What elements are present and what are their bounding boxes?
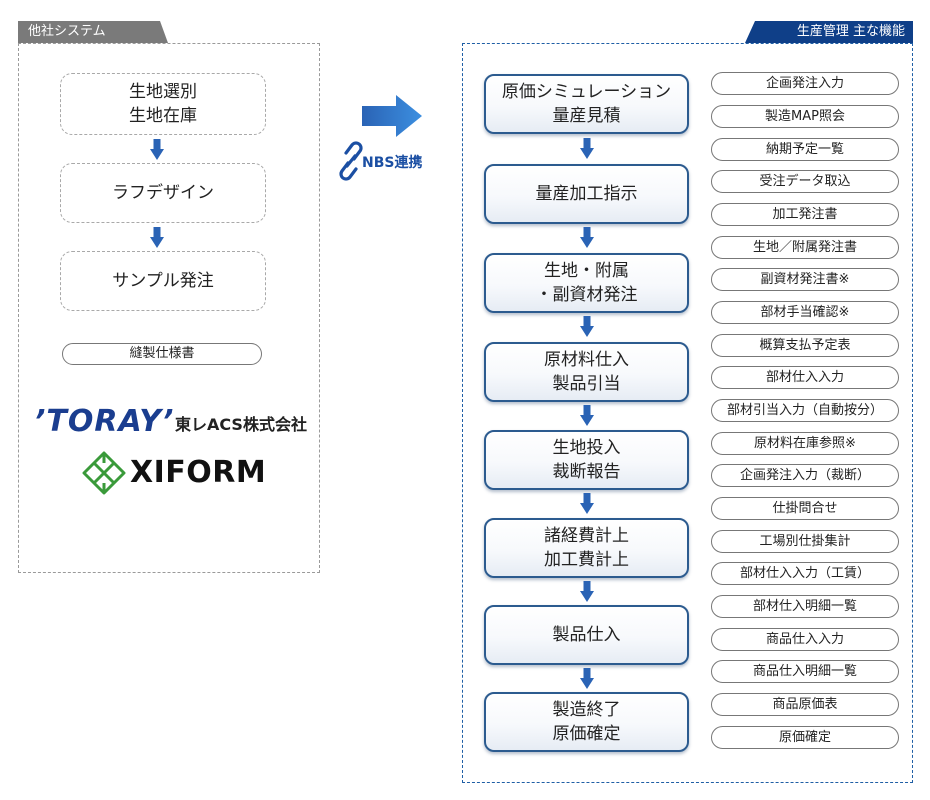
step-sample-order: サンプル発注 [60,251,266,311]
nbs-link-label: NBS連携 [362,155,423,171]
function-item: 工場別仕掛集計 [711,530,899,553]
link-arrow-icon [362,95,422,137]
function-item: 部材仕入入力（工賃） [711,562,899,585]
down-arrow-icon [580,493,594,514]
function-item: 部材仕入入力 [711,366,899,389]
function-item: 加工発注書 [711,203,899,226]
xiform-logo: XIFORM [130,455,267,490]
down-arrow-icon [580,316,594,337]
toray-logo: ’TORAY’ [34,404,175,439]
function-item: 受注データ取込 [711,170,899,193]
production-management-frame [462,43,913,783]
function-item: 商品仕入明細一覧 [711,660,899,683]
function-item: 部材手当確認※ [711,301,899,324]
function-item: 副資材発注書※ [711,268,899,291]
flow-expense-posting: 諸経費計上 加工費計上 [484,518,689,578]
function-item: 部材仕入明細一覧 [711,595,899,618]
other-system-frame [18,43,320,573]
down-arrow-icon [580,405,594,426]
down-arrow-icon [580,668,594,689]
link-icon [339,141,363,181]
function-item: 商品仕入入力 [711,628,899,651]
xiform-emblem-icon [82,451,126,495]
flow-product-purchase: 製品仕入 [484,605,689,665]
down-arrow-icon [580,138,594,159]
step-rough-design: ラフデザイン [60,163,266,223]
down-arrow-icon [150,227,164,248]
flow-fabric-cutting-report: 生地投入 裁断報告 [484,430,689,490]
function-item: 原材料在庫参照※ [711,432,899,455]
function-item: 仕掛問合せ [711,497,899,520]
function-item: 概算支払予定表 [711,334,899,357]
function-item: 納期予定一覧 [711,138,899,161]
function-item: 企画発注入力（裁断） [711,464,899,487]
toray-acs-logo: 東レACS株式会社 [175,415,307,434]
flow-production-end: 製造終了 原価確定 [484,692,689,752]
flow-mass-production-order: 量産加工指示 [484,164,689,224]
down-arrow-icon [150,139,164,160]
function-item: 部材引当入力（自動按分） [711,399,899,422]
flow-cost-simulation: 原価シミュレーション 量産見積 [484,74,689,134]
function-item: 商品原価表 [711,693,899,716]
flow-material-order: 生地・附属 ・副資材発注 [484,253,689,313]
step-fabric-selection: 生地選別 生地在庫 [60,73,266,135]
down-arrow-icon [580,227,594,248]
sewing-spec-label: 縫製仕様書 [62,343,262,365]
production-management-tab: 生産管理 主な機能 [745,21,913,43]
flow-raw-material-purchase: 原材料仕入 製品引当 [484,342,689,402]
function-item: 企画発注入力 [711,72,899,95]
function-item: 製造MAP照会 [711,105,899,128]
function-item: 生地／附属発注書 [711,236,899,259]
function-item: 原価確定 [711,726,899,749]
other-system-tab: 他社システム [18,21,168,43]
down-arrow-icon [580,581,594,602]
